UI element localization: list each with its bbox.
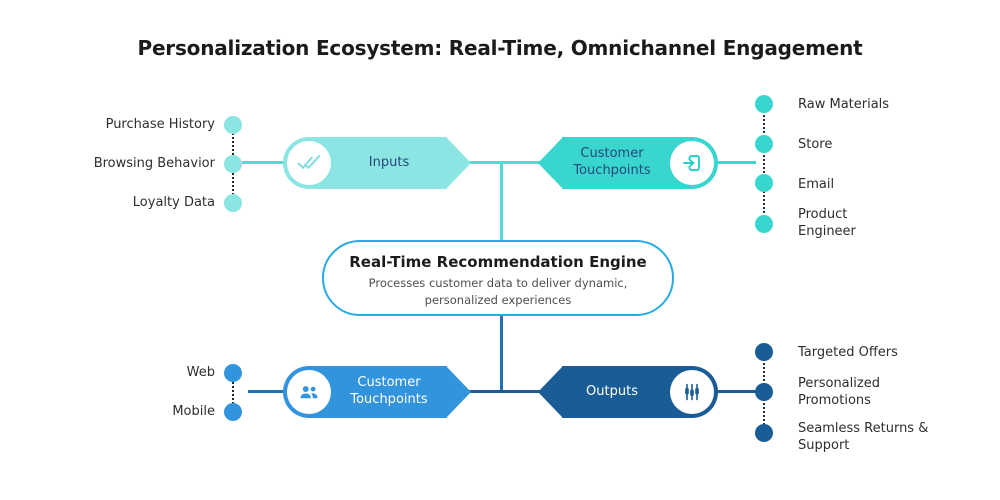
touchpoint-label: Store [798, 137, 833, 152]
channel-dot [224, 403, 242, 421]
source-dot [224, 155, 242, 173]
touchpoint-label: Email [798, 177, 835, 192]
login-arrow-icon [683, 155, 700, 171]
output-dot [755, 424, 773, 442]
output-dot [755, 383, 773, 401]
engine-title: Real-Time Recommendation Engine [349, 253, 647, 271]
source-dot [224, 194, 242, 212]
touchpoint-dot [755, 174, 773, 192]
customer-touchpoints-bottom-label: Customer Touchpoints [350, 375, 428, 407]
icon-circle [670, 141, 714, 185]
output-label: Targeted Offers [798, 345, 898, 360]
channel-dot [224, 364, 242, 382]
touchpoint-dot [755, 215, 773, 233]
input-source-label: Purchase History [105, 117, 215, 132]
dotted-connector [763, 104, 765, 224]
channel-label: Web [186, 365, 215, 380]
outputs-node: Outputs [538, 366, 718, 418]
connector-line [500, 316, 503, 391]
output-label: Seamless Returns & Support [798, 421, 929, 453]
connector-line [716, 161, 756, 164]
sliders-icon [685, 383, 699, 401]
channel-label: Mobile [172, 404, 215, 419]
output-label: Personalized Promotions [798, 376, 880, 408]
dotted-connector [232, 373, 234, 412]
connector-line [242, 161, 284, 164]
people-icon [300, 386, 318, 399]
connector-line [500, 162, 503, 241]
outputs-node-label: Outputs [586, 383, 638, 399]
node-arrow-tip [446, 366, 471, 418]
source-dot [224, 116, 242, 134]
connector-line [248, 390, 284, 393]
connector-line [466, 161, 540, 164]
touchpoint-label: Raw Materials [798, 97, 890, 112]
page-title: Personalization Ecosystem: Real-Time, Om… [137, 36, 863, 60]
recommendation-engine-box: Real-Time Recommendation Engine Processe… [322, 240, 674, 316]
double-check-icon [297, 154, 321, 169]
input-source-label: Loyalty Data [132, 195, 215, 210]
engine-description: Processes customer data to deliver dynam… [368, 276, 628, 307]
node-arrow-tip [446, 137, 471, 189]
connector-line [716, 390, 756, 393]
connector-line [466, 390, 540, 393]
customer-touchpoints-top-label: Customer Touchpoints [573, 146, 651, 178]
output-dot [755, 343, 773, 361]
inputs-node-label: Inputs [368, 154, 410, 170]
icon-circle [287, 370, 331, 414]
icon-circle [670, 370, 714, 414]
input-source-label: Browsing Behavior [93, 156, 215, 171]
inputs-node: Inputs [283, 137, 471, 189]
touchpoint-dot [755, 95, 773, 113]
customer-touchpoints-bottom-node: Customer Touchpoints [283, 366, 471, 418]
touchpoint-label: Product Engineer [798, 207, 856, 239]
customer-touchpoints-top-node: Customer Touchpoints [538, 137, 718, 189]
touchpoint-dot [755, 135, 773, 153]
icon-circle [287, 141, 331, 185]
